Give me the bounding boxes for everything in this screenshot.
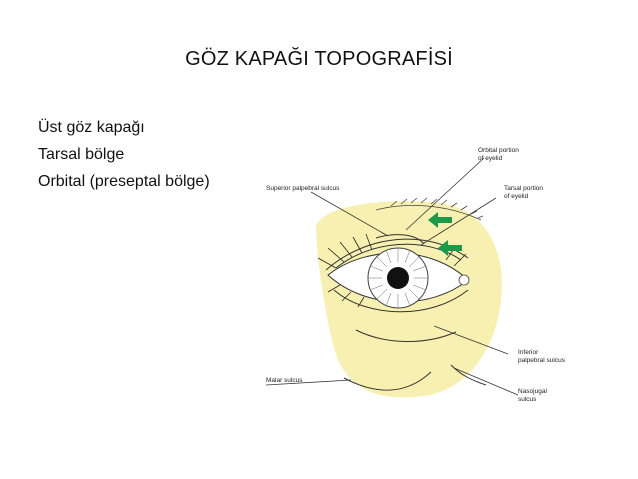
- label-malar-sulcus: Malar sulcus: [266, 377, 303, 384]
- eyelid-anatomy-figure: Superior palpebral sulcus Orbital portio…: [265, 147, 566, 403]
- label-orbital-portion-1: Orbital portion: [478, 147, 519, 154]
- eye: [327, 247, 470, 309]
- label-tarsal-portion-1: Tarsal portion: [504, 185, 543, 192]
- lower-lid-sulci: [333, 289, 487, 391]
- pupil: [387, 267, 409, 289]
- bullet-list: Üst göz kapağı Tarsal bölge Orbital (pre…: [38, 114, 210, 195]
- leader-lines: [265, 157, 519, 396]
- green-arrows: [428, 212, 462, 256]
- label-tarsal-portion-2: of eyelid: [504, 193, 529, 200]
- bullet-upper-eyelid: Üst göz kapağı: [38, 119, 145, 136]
- label-nasojugal-2: sulcus: [518, 396, 537, 403]
- bullet-tarsal-region: Tarsal bölge: [38, 146, 125, 163]
- eyebrow: [375, 197, 484, 221]
- label-superior-palpebral-sulcus: Superior palpebral sulcus: [266, 185, 340, 192]
- bullet-orbital-region: Orbital (preseptal bölge): [38, 173, 210, 190]
- slide-title: GÖZ KAPAĞI TOPOGRAFİSİ: [185, 48, 453, 70]
- label-inferior-palpebral-2: palpebral sulcus: [518, 357, 566, 364]
- green-arrow-orbital: [428, 212, 452, 228]
- label-nasojugal-1: Nasojugal: [518, 388, 547, 395]
- green-arrow-tarsal: [438, 240, 462, 256]
- label-orbital-portion-2: of eyelid: [478, 155, 503, 162]
- label-inferior-palpebral-1: Inferior: [518, 349, 539, 356]
